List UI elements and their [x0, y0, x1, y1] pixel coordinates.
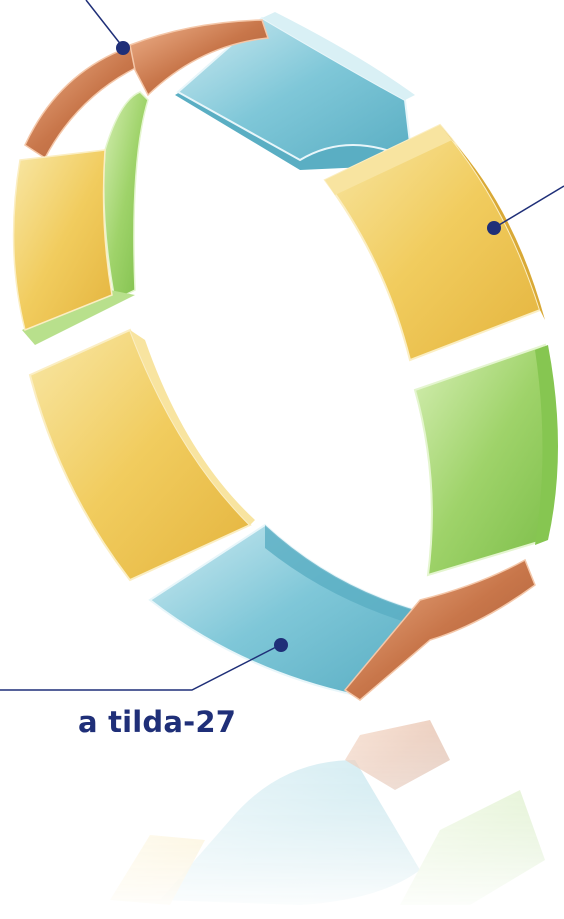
callout-dot: [116, 41, 130, 55]
callout-top-left: [86, 0, 130, 55]
callout-leader-line: [86, 0, 122, 46]
callout-leader-line: [494, 186, 564, 228]
callout-label: a tilda-27: [78, 705, 236, 739]
segment-lower-right-green: [415, 345, 558, 575]
segment-lower-left-yellow: [30, 330, 255, 580]
callout-dot: [274, 638, 288, 652]
callout-dot: [487, 221, 501, 235]
ring-reflection: [110, 720, 545, 905]
